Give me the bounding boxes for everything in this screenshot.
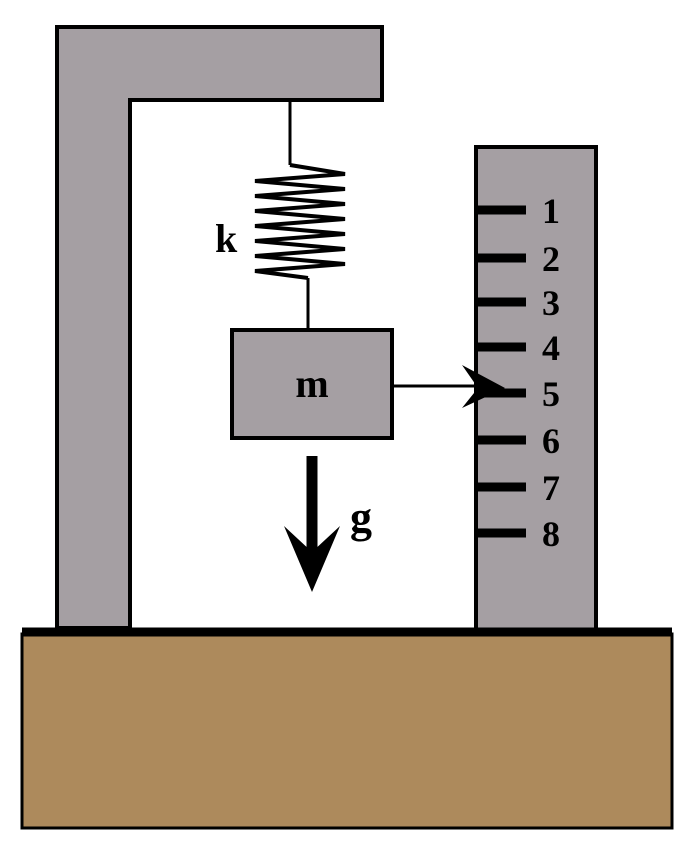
spring <box>254 100 346 330</box>
ruler-tick-label: 3 <box>542 283 560 323</box>
ruler-tick-label: 1 <box>542 191 560 231</box>
ruler-tick-label: 5 <box>542 374 560 414</box>
gravity-arrow <box>284 456 340 592</box>
ruler-tick-label: 8 <box>542 514 560 554</box>
ground <box>20 632 674 830</box>
ruler-tick-label: 6 <box>542 421 560 461</box>
ruler-tick-label: 7 <box>542 468 560 508</box>
mass-label: m <box>295 361 328 406</box>
mass-block <box>230 328 394 440</box>
ruler-tick-label: 2 <box>542 239 560 279</box>
spring-constant-label: k <box>215 216 238 261</box>
gravity-label: g <box>350 493 372 542</box>
spring-coil <box>254 163 346 280</box>
pointer-arrow <box>392 365 505 408</box>
ruler-tick-label: 4 <box>542 328 560 368</box>
